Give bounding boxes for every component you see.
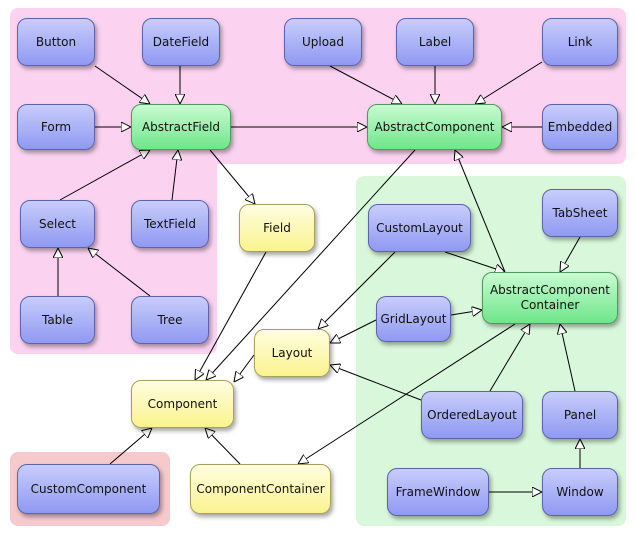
node-label: Layout	[271, 345, 313, 360]
node-field: Field	[239, 204, 315, 252]
node-label: Button	[35, 34, 77, 49]
node-upload: Upload	[284, 18, 362, 66]
node-customcomponent: CustomComponent	[17, 464, 160, 514]
node-tree: Tree	[131, 296, 209, 344]
arrow-ordered-layout	[330, 365, 422, 401]
node-orderedlayout: OrderedLayout	[421, 391, 523, 439]
node-table: Table	[20, 296, 95, 344]
node-label: Link	[567, 34, 593, 49]
arrow-acc-ac	[455, 150, 506, 273]
arrow-gridlayout-layout	[330, 319, 377, 343]
node-label: Tree	[157, 312, 183, 327]
node-layout: Layout	[254, 329, 330, 377]
node-label: Window	[556, 484, 604, 499]
arrow-link	[475, 61, 543, 104]
node-label: TextField	[144, 216, 196, 231]
node-button: Button	[17, 18, 95, 66]
node-gridlayout: GridLayout	[376, 296, 451, 342]
node-label: CustomComponent	[30, 481, 147, 496]
node-label: TabSheet	[552, 205, 608, 220]
node-label: Label	[418, 34, 452, 49]
arrow-componentcontainer-component	[205, 428, 241, 465]
arrow-select-af	[59, 150, 150, 201]
node-label: Select	[38, 216, 77, 231]
node-label: Table	[41, 312, 74, 327]
arrow-customlayout-acc	[444, 251, 505, 272]
arrow-tree-select	[88, 248, 151, 297]
node-label: Upload	[301, 34, 345, 49]
node-form: Form	[17, 104, 95, 150]
arrow-upload	[329, 65, 402, 104]
node-abstractfield: AbstractField	[131, 104, 231, 150]
arrow-ac-component	[206, 149, 416, 380]
node-label: Form	[40, 119, 72, 134]
arrow-field-component	[195, 251, 267, 380]
node-window: Window	[542, 468, 618, 516]
arrow-panel-acc	[560, 324, 576, 392]
node-abstractcomponentcontainer: AbstractComponent Container	[482, 272, 618, 324]
node-label: Component	[147, 396, 218, 411]
node-label: OrderedLayout	[427, 407, 517, 422]
node-label-class: Label	[396, 18, 474, 66]
node-label: AbstractField	[141, 119, 221, 134]
node-component: Component	[131, 380, 234, 428]
node-label: CustomLayout	[376, 220, 463, 235]
node-label: DateField	[152, 34, 210, 49]
arrow-ordered-acc	[489, 324, 530, 392]
arrow-layout-component	[234, 354, 255, 382]
arrow-customlayout-layout	[318, 251, 396, 329]
node-customlayout: CustomLayout	[368, 204, 471, 252]
node-componentcontainer: ComponentContainer	[190, 464, 331, 514]
node-abstractcomponent: AbstractComponent	[367, 104, 502, 150]
node-label: AbstractComponent	[374, 119, 495, 134]
node-link: Link	[542, 18, 618, 66]
node-label: Field	[263, 220, 291, 235]
node-label: Panel	[563, 407, 597, 422]
node-select: Select	[20, 200, 95, 248]
arrow-tabsheet-acc	[560, 236, 581, 272]
node-textfield: TextField	[131, 200, 209, 248]
node-panel: Panel	[542, 391, 618, 439]
node-label: GridLayout	[380, 311, 447, 326]
arrow-button	[94, 65, 150, 104]
arrow-af-field	[209, 149, 255, 204]
node-datefield: DateField	[142, 18, 220, 66]
node-embedded: Embedded	[542, 104, 618, 150]
arrow-gridlayout-acc	[450, 310, 482, 315]
arrow-acc-componentcontainer	[298, 323, 516, 464]
node-label: AbstractComponent Container	[489, 283, 611, 312]
node-label: FrameWindow	[395, 484, 481, 499]
node-label: Embedded	[547, 119, 613, 134]
arrow-customcomponent-component	[109, 428, 152, 465]
node-tabsheet: TabSheet	[542, 189, 618, 237]
node-label: ComponentContainer	[196, 481, 325, 496]
node-framewindow: FrameWindow	[387, 468, 489, 516]
arrow-textfield-af	[171, 150, 178, 201]
